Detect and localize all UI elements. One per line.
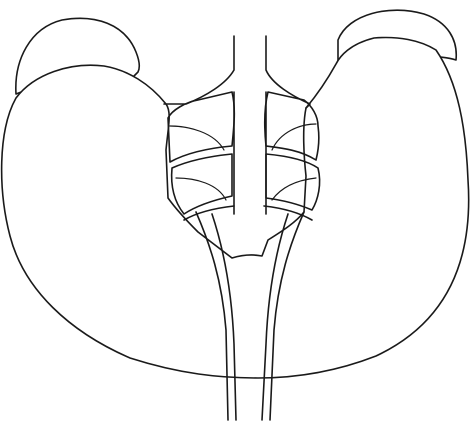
- middle-left-arc: [176, 178, 226, 200]
- lower-left-edge: [184, 206, 234, 220]
- upper-left-segment: [168, 92, 234, 162]
- upper-left-arc: [170, 126, 224, 150]
- middle-left-segment: [172, 154, 232, 214]
- main-body-outline: [2, 38, 469, 379]
